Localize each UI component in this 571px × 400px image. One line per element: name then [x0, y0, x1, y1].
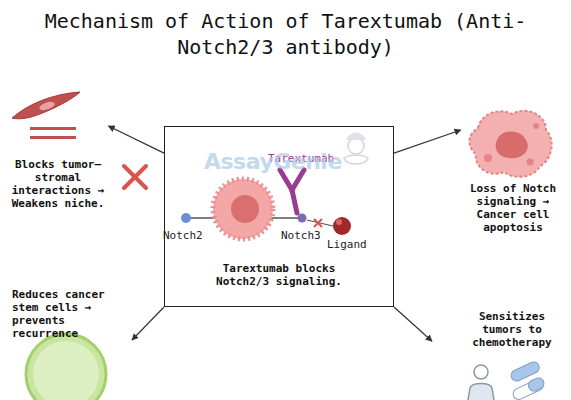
fibroblast-icon [12, 92, 80, 139]
effect-box: Loss of Notch signaling → Cancer cell ap… [455, 130, 571, 234]
ligand-label: Ligand [327, 238, 367, 252]
connector-arrow [108, 126, 164, 153]
fibroblast-cell [12, 92, 80, 119]
cell-nucleus [231, 195, 259, 223]
fibroblast-nucleus [38, 100, 55, 112]
notch3-receptor [298, 214, 307, 223]
ligand-line [307, 220, 333, 226]
antibody-arm [292, 170, 304, 190]
node-text: Blocks tumor– stromal interactions → Wea… [2, 158, 114, 210]
watermark-body [344, 155, 368, 164]
diagram-title: Mechanism of Action of Tarextumab (Anti-… [38, 8, 533, 60]
chemotherapy-icon [468, 360, 546, 400]
node-text: Tarextumab blocks Notch2/3 signaling. [209, 262, 349, 288]
stroma-fiber [30, 127, 76, 130]
receptor-label: Notch2 [163, 229, 203, 243]
watermark-turban [346, 133, 366, 141]
apoptotic-body [484, 154, 492, 162]
antibody-arm [280, 170, 292, 190]
receptor-label: Notch3 [281, 229, 321, 243]
effect-box: Sensitizes tumors to chemotherapy [432, 310, 562, 349]
notch-illustration [181, 170, 351, 239]
cell-blob [469, 111, 551, 177]
connector-arrow [394, 307, 432, 341]
watermark: AssayGenie [204, 155, 342, 169]
stem-cell-icon [26, 334, 106, 400]
node-text: Sensitizes tumors to chemotherapy [462, 310, 562, 349]
connector-arrow [132, 307, 164, 340]
stem-cell-inner [33, 341, 99, 400]
node-text: Reduces cancer stem cells → prevents rec… [12, 288, 112, 340]
block-cross [124, 166, 146, 188]
watermark-head [348, 138, 364, 154]
small-cross [314, 219, 322, 227]
person-head [474, 365, 488, 379]
antibody-stem [292, 190, 297, 213]
cross-stroke [124, 166, 146, 188]
apoptotic-body [533, 123, 539, 129]
apoptotic-body [527, 159, 534, 166]
stroma-fiber [30, 136, 76, 139]
capsule-half [527, 376, 546, 393]
effect-box: Reduces cancer stem cells → prevents rec… [12, 288, 132, 340]
connector-arrow [394, 130, 461, 153]
ligand-ball [333, 217, 351, 235]
cancer-cell [213, 179, 273, 239]
antibody-symbol [280, 170, 304, 213]
notch2-receptor [181, 213, 191, 223]
stem-cell-outer [26, 334, 106, 400]
apoptotic-cell-icon [469, 111, 551, 177]
cross-stroke [124, 166, 146, 188]
effect-box: Blocks tumor– stromal interactions → Wea… [2, 126, 114, 210]
watermark-icon [344, 133, 368, 165]
ligand-highlight [336, 219, 342, 225]
fragmented-nucleus [496, 131, 528, 158]
node-text: Loss of Notch signaling → Cancer cell ap… [455, 182, 571, 234]
small-cross [314, 219, 322, 227]
person-body [468, 384, 494, 400]
